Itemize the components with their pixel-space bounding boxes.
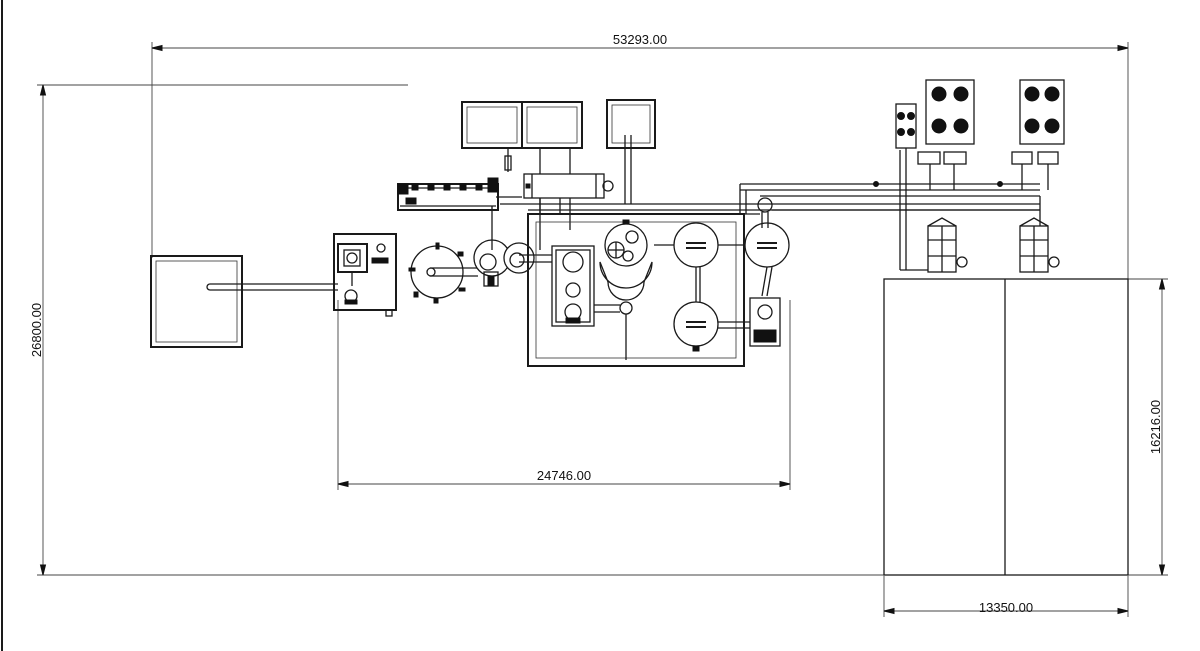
round-vessel-1 [408,242,478,304]
dimension-tank-height-label: 16216.00 [1148,400,1163,454]
header-drum [523,173,614,215]
round-vessel-3 [673,301,760,352]
dimension-line-length: 24746.00 [337,300,791,490]
dimension-tank-height: 16216.00 [1128,278,1168,576]
dimension-overall-height: 26800.00 [29,84,884,576]
mill-unit [599,219,653,301]
filter-unit-left [917,79,975,273]
dimension-tank-width-label: 13350.00 [979,600,1033,615]
pipe-header [739,181,1040,214]
storage-tank [883,278,1129,576]
screw-conveyor [397,177,522,250]
cyclone-pair [473,239,580,287]
dimension-tank-width: 13350.00 [883,576,1129,617]
dimension-overall-width-label: 53293.00 [613,32,667,47]
dimension-line-length-label: 24746.00 [537,468,591,483]
dimension-overall-height-label: 26800.00 [29,303,44,357]
reactor-cluster [551,245,633,360]
filter-unit-right [1011,79,1065,273]
round-vessel-2 [654,222,719,302]
round-vessel-4 [718,197,790,347]
overhead-tanks [461,99,656,250]
dryer-tower-small [895,103,930,271]
dimension-overall-width: 53293.00 [151,32,1129,280]
feeder-unit [333,233,397,317]
feed-hopper [150,255,338,348]
